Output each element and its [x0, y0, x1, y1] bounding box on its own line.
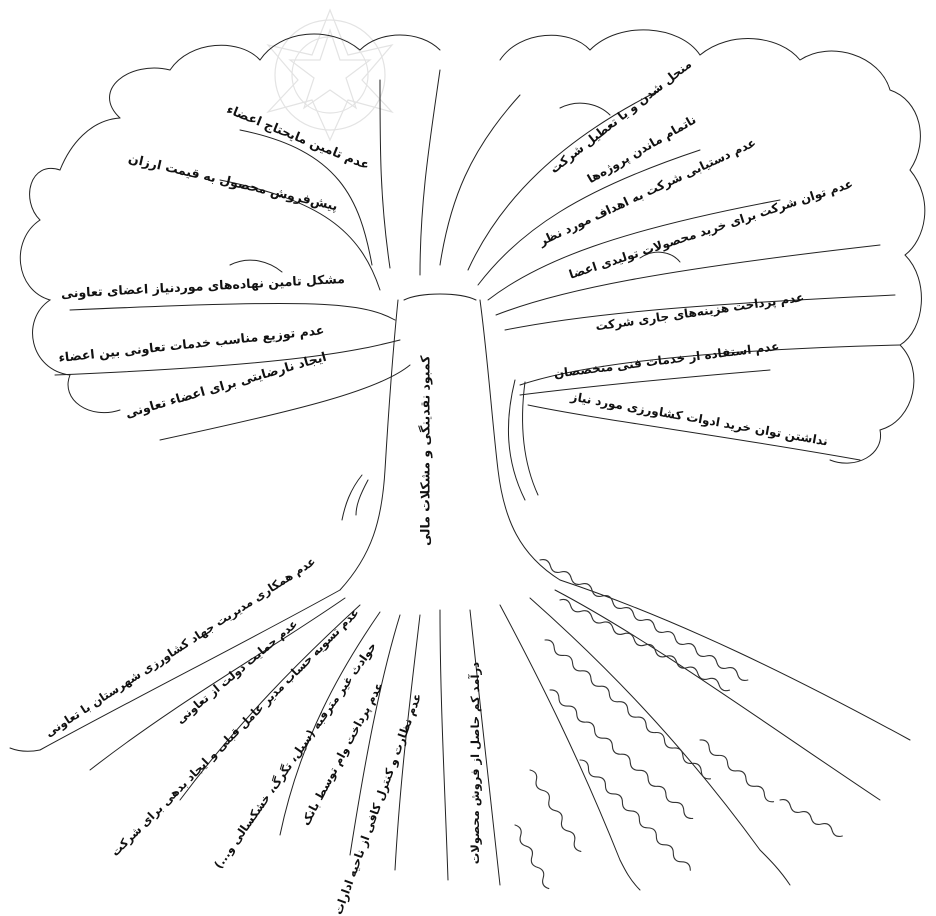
problem-tree-diagram: عدم تامین مایحتاج اعضاء پیش‌فروش محصول ب…	[0, 0, 936, 905]
right-root-scribbles	[0, 0, 936, 905]
